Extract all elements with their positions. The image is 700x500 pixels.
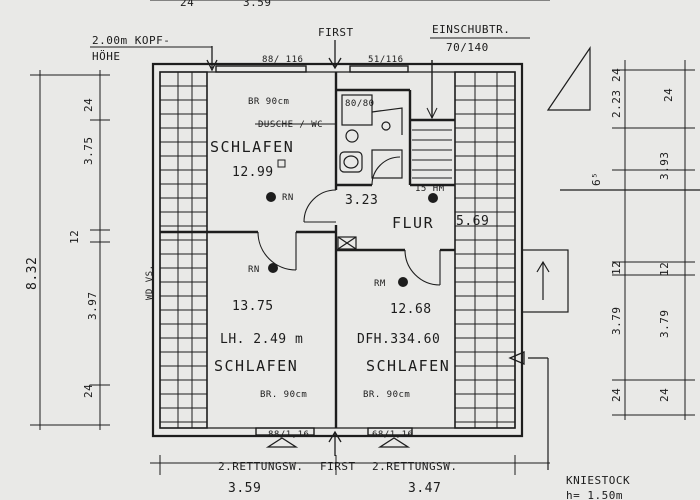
escape-triangles bbox=[265, 351, 525, 448]
smoke-detectors bbox=[266, 192, 438, 287]
dim-left-mid: 12 bbox=[68, 230, 81, 244]
dim-lines-left bbox=[30, 70, 110, 430]
first-arrows bbox=[206, 40, 342, 456]
top-partial-mid: 3.59 bbox=[243, 0, 272, 9]
se-room-dfh: DFH.334.60 bbox=[357, 332, 440, 347]
sw-room-name: SCHLAFEN bbox=[214, 357, 298, 375]
dim-right-outer-a: 3.93 bbox=[658, 152, 671, 181]
nw-br: BR 90cm bbox=[248, 97, 289, 107]
dim-right-inner-a: 2.23 bbox=[610, 90, 623, 119]
einschub-label: EINSCHUBTR. bbox=[432, 23, 510, 36]
symbol-rn-1: RN bbox=[282, 193, 294, 203]
se-br: BR. 90cm bbox=[363, 390, 410, 400]
dim-left-top: 24 bbox=[82, 98, 95, 112]
dim-right-outer-c: 3.79 bbox=[658, 310, 671, 339]
kopfhoehe-line1: 2.00m KOPF- bbox=[92, 34, 170, 47]
se-room-area: 12.68 bbox=[390, 302, 432, 317]
roof-slope-right bbox=[454, 71, 516, 429]
interior-walls bbox=[160, 72, 455, 428]
dim-lines-right bbox=[612, 60, 695, 420]
bath-name: DUSCHE / WC bbox=[258, 120, 323, 130]
sw-br: BR. 90cm bbox=[260, 390, 307, 400]
bathroom-fixtures bbox=[339, 94, 403, 179]
corridor-area: 5.69 bbox=[456, 214, 489, 229]
dim-left-upper: 3.75 bbox=[82, 137, 95, 166]
sw-room-area: 13.75 bbox=[232, 299, 274, 314]
window-bottom-left-size: 88/1,16 bbox=[268, 430, 309, 440]
wd-vs-label: WD VS. bbox=[145, 264, 155, 300]
roof-slope-left bbox=[159, 71, 208, 429]
dim-left-bottom: 24 bbox=[82, 384, 95, 398]
dim-right-outer-top: 24 bbox=[662, 88, 675, 102]
dim-right-outer-bottom: 24 bbox=[658, 388, 671, 402]
dim-left-total: 8.32 bbox=[25, 257, 40, 290]
top-partial-left: 24 bbox=[180, 0, 194, 9]
window-top-right-size: 51/116 bbox=[368, 55, 404, 65]
dim-left-lower: 3.97 bbox=[86, 292, 99, 321]
dim-right-inner-c: 3.79 bbox=[610, 307, 623, 336]
staircase bbox=[412, 60, 452, 179]
kopfhoehe-line2: HÖHE bbox=[92, 50, 121, 63]
se-room-name: SCHLAFEN bbox=[366, 357, 450, 375]
rettung-left: 2.RETTUNGSW. bbox=[218, 460, 303, 473]
dim-right-inner-mid: 12 bbox=[610, 261, 623, 275]
corridor-name: FLUR bbox=[392, 214, 434, 232]
dim-right-inner-top: 24 bbox=[610, 68, 623, 82]
einschub-size: 70/140 bbox=[446, 41, 489, 54]
doors bbox=[257, 156, 441, 286]
windows bbox=[215, 65, 413, 436]
window-bottom-right-size: 68/1,16 bbox=[372, 430, 413, 440]
corridor-hm: 15 HM bbox=[415, 184, 445, 194]
rettung-right: 2.RETTUNGSW. bbox=[372, 460, 457, 473]
nw-room-name: SCHLAFEN bbox=[210, 138, 294, 156]
first-top-label: FIRST bbox=[318, 26, 354, 39]
dim-right-inner-bottom: 24 bbox=[610, 388, 623, 402]
right-annex bbox=[521, 46, 700, 470]
kniestock-value: h= 1.50m bbox=[566, 489, 623, 500]
dim-bottom-right: 3.47 bbox=[408, 481, 441, 496]
symbol-rm: RM bbox=[374, 279, 386, 289]
nw-room-area: 12.99 bbox=[232, 165, 274, 180]
kniestock-label: KNIESTOCK bbox=[566, 474, 630, 487]
leaders bbox=[90, 37, 530, 125]
dim-right-outer-mid: 12 bbox=[658, 262, 671, 276]
corridor-small-area: 3.23 bbox=[345, 193, 378, 208]
chimney bbox=[337, 236, 357, 250]
sw-room-lh: LH. 2.49 m bbox=[220, 332, 303, 347]
symbol-rn-2: RN bbox=[248, 265, 260, 275]
dim-right-inner-b: 6⁵ bbox=[590, 172, 603, 186]
first-bottom-label: FIRST bbox=[320, 460, 356, 473]
bath-size: 80/80 bbox=[345, 99, 375, 109]
dim-bottom-left: 3.59 bbox=[228, 481, 261, 496]
window-top-left-size: 88/ 116 bbox=[262, 55, 303, 65]
roof-hatch-lines bbox=[160, 85, 515, 423]
dim-lines-bottom bbox=[150, 0, 550, 475]
